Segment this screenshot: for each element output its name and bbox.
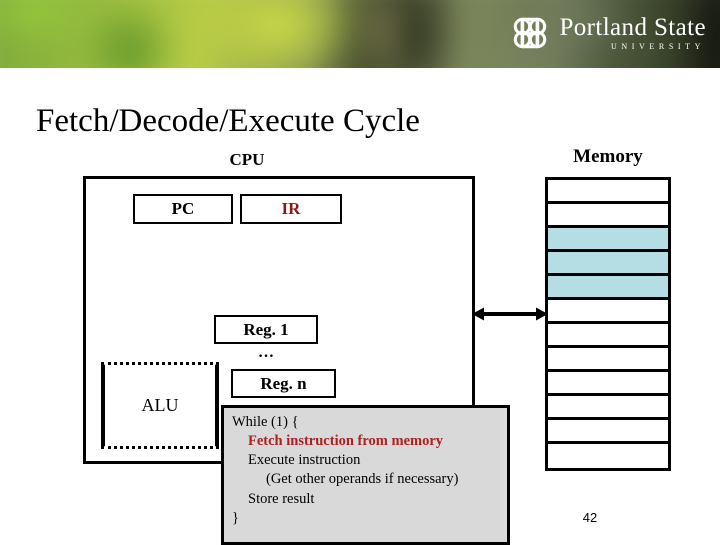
register-1-box: Reg. 1 bbox=[214, 315, 318, 344]
register-n-box: Reg. n bbox=[231, 369, 336, 398]
ir-register-box: IR bbox=[240, 194, 342, 224]
memory-cell bbox=[548, 444, 668, 468]
code-line-highlighted: Fetch instruction from memory bbox=[248, 433, 444, 450]
slide-number: 42 bbox=[582, 510, 598, 525]
memory-cell bbox=[548, 372, 668, 396]
psu-logo: Portland State UNIVERSITY bbox=[510, 14, 706, 52]
psu-subtitle: UNIVERSITY bbox=[611, 42, 705, 51]
memory-cell bbox=[548, 204, 668, 228]
pseudocode-block: While (1) { Fetch instruction from memor… bbox=[221, 405, 510, 545]
memory-cell bbox=[548, 324, 668, 348]
memory-cell bbox=[548, 228, 668, 252]
alu-box: ALU bbox=[101, 362, 219, 449]
header-photo-overlay bbox=[0, 0, 720, 68]
pc-register-box: PC bbox=[133, 194, 233, 224]
code-line: } bbox=[232, 509, 239, 526]
code-line: While (1) { bbox=[232, 414, 299, 430]
memory-label: Memory bbox=[573, 146, 643, 167]
memory-cell bbox=[548, 252, 668, 276]
code-line: (Get other operands if necessary) bbox=[266, 471, 459, 488]
memory-cell bbox=[548, 396, 668, 420]
memory-cell bbox=[548, 180, 668, 204]
code-line: Execute instruction bbox=[248, 452, 361, 469]
page-title: Fetch/Decode/Execute Cycle bbox=[36, 103, 420, 139]
memory-cell bbox=[548, 300, 668, 324]
memory-column bbox=[545, 177, 671, 471]
psu-wordmark: Portland State UNIVERSITY bbox=[559, 15, 706, 51]
code-line: Store result bbox=[248, 490, 315, 507]
header-banner: Portland State UNIVERSITY bbox=[0, 0, 720, 68]
psu-name: Portland State bbox=[559, 14, 706, 41]
register-ellipsis: … bbox=[258, 344, 274, 361]
cpu-label: CPU bbox=[229, 150, 265, 169]
psu-knot-icon bbox=[514, 17, 547, 49]
memory-cell bbox=[548, 276, 668, 300]
double-headed-arrow-icon bbox=[472, 307, 548, 321]
memory-cell bbox=[548, 348, 668, 372]
memory-cell bbox=[548, 420, 668, 444]
